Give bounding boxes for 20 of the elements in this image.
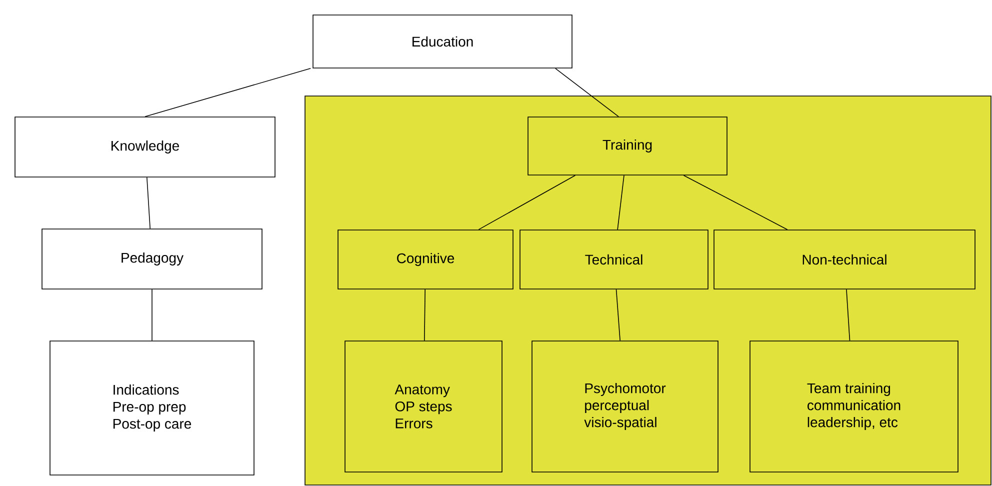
label-box: Non-technical bbox=[714, 230, 976, 290]
text-box: Team training communication leadership, etc bbox=[750, 340, 958, 472]
label-box: Training bbox=[528, 116, 728, 176]
connector-line bbox=[555, 68, 619, 117]
connector-line bbox=[616, 288, 620, 341]
label-box: Pedagogy bbox=[42, 228, 262, 290]
connector-line bbox=[424, 288, 426, 341]
label-box: Knowledge bbox=[14, 116, 276, 178]
text-box: Anatomy OP steps Errors bbox=[344, 340, 502, 472]
connector-line bbox=[617, 174, 624, 230]
text-box: Indications Pre-op prep Post-op care bbox=[50, 340, 254, 476]
connector-line bbox=[146, 176, 151, 229]
connector-line bbox=[846, 288, 850, 341]
label-box: Cognitive bbox=[338, 230, 514, 290]
connector-line bbox=[683, 174, 788, 230]
text-box: Psychomotor perceptual visio-spatial bbox=[532, 340, 718, 472]
label-box: Technical bbox=[520, 230, 708, 290]
connector-line bbox=[144, 68, 311, 117]
connector-line bbox=[478, 174, 576, 230]
label-box: Education bbox=[312, 14, 572, 68]
